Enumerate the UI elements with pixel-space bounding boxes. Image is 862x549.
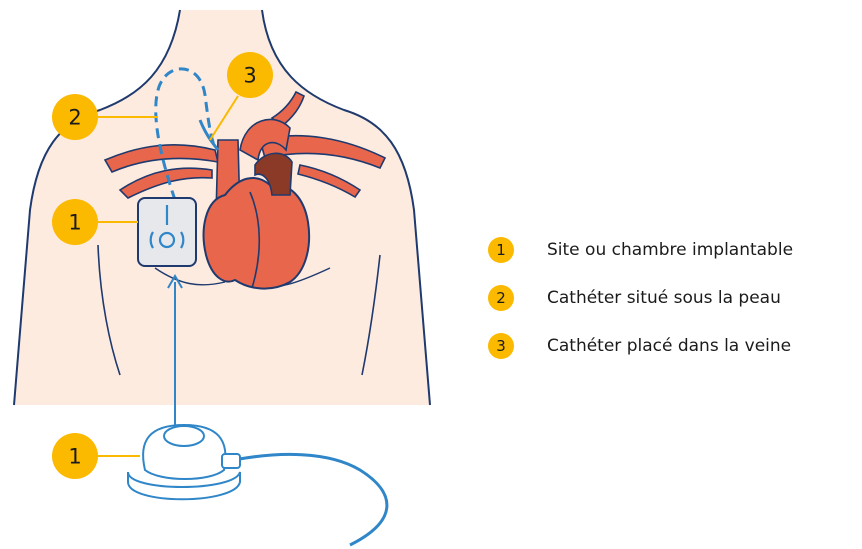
legend-item-catheter-skin: 2 Cathéter situé sous la peau: [488, 285, 781, 311]
marker-port-device: 1: [52, 433, 98, 479]
legend-badge: 3: [488, 333, 514, 359]
legend-label: Site ou chambre implantable: [547, 240, 793, 260]
legend-badge: 2: [488, 285, 514, 311]
port-device-tube: [224, 454, 387, 545]
legend-label: Cathéter placé dans la veine: [547, 336, 791, 356]
svg-text:2: 2: [68, 106, 81, 130]
svg-text:1: 1: [68, 211, 81, 235]
port-device-top: [164, 426, 204, 446]
marker-port-body: 1: [52, 199, 98, 245]
legend-item-port: 1 Site ou chambre implantable: [488, 237, 793, 263]
svg-text:3: 3: [243, 64, 256, 88]
svg-text:1: 1: [68, 445, 81, 469]
legend-label: Cathéter situé sous la peau: [547, 288, 781, 308]
legend-badge: 1: [488, 237, 514, 263]
legend-item-catheter-vein: 3 Cathéter placé dans la veine: [488, 333, 791, 359]
marker-catheter-vein: 3: [227, 52, 273, 98]
port-device-tube-connector: [222, 454, 240, 468]
marker-catheter-skin: 2: [52, 94, 98, 140]
